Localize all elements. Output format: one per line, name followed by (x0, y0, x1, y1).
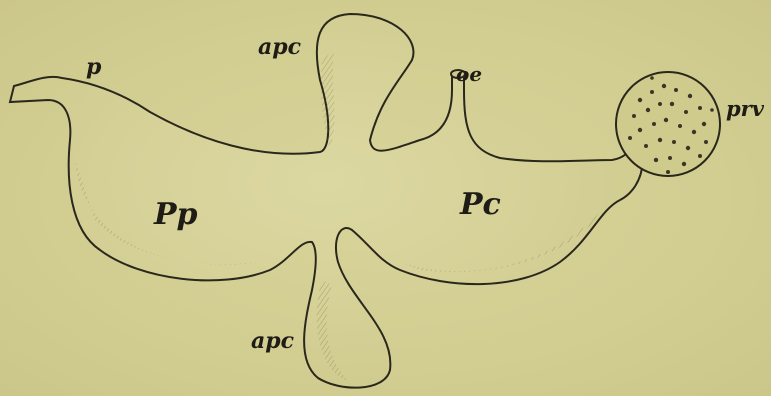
label-apc-bottom: apc (251, 330, 294, 352)
label-p: p (86, 56, 101, 78)
label-apc-top: apc (258, 36, 301, 58)
label-prv: prv (726, 98, 764, 119)
label-pc: Pc (460, 190, 501, 220)
top-lobe-shading (321, 50, 335, 148)
label-oe: oe (456, 64, 482, 84)
label-pp: Pp (154, 200, 198, 230)
